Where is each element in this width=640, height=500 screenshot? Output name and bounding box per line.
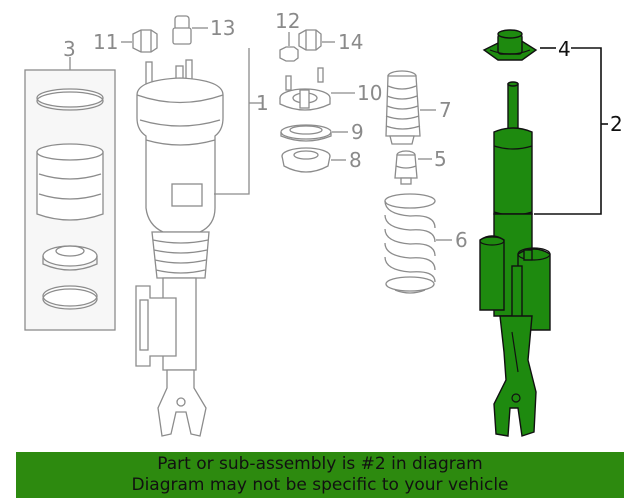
callout-11: 11 [93,30,118,54]
note-line-2: Diagram may not be specific to your vehi… [131,475,509,495]
callout-9: 9 [351,120,364,144]
shock-absorber-2[interactable] [479,81,551,437]
bearing-9 [280,124,332,142]
kit-box-3 [24,57,116,331]
dust-boot-7 [385,70,421,145]
callout-2: 2 [610,112,623,136]
strut-mount-4[interactable] [482,29,538,61]
nut-14 [298,29,322,51]
bump-stop-5 [394,150,418,185]
callout-12: 12 [275,9,300,33]
callout-3: 3 [63,37,76,61]
diagram-note-banner: Part or sub-assembly is #2 in diagram Di… [16,452,624,498]
nut-11 [132,29,158,53]
callout-5: 5 [434,147,447,171]
callout-8: 8 [349,148,362,172]
callout-4: 4 [558,37,571,61]
callout-14: 14 [338,30,363,54]
coil-spring-6 [384,193,436,294]
callout-13: 13 [210,16,235,40]
callout-6: 6 [455,228,468,252]
callout-7: 7 [439,98,452,122]
top-mount-10 [279,67,331,111]
nut-12 [279,46,299,62]
leader-lines [121,27,608,241]
callout-10: 10 [357,81,382,105]
callout-1: 1 [256,91,269,115]
parts-diagram: 3 11 13 12 14 1 10 9 8 7 5 6 4 2 [24,9,623,437]
spring-seat-8 [281,147,331,173]
air-strut-1 [135,59,224,437]
note-line-1: Part or sub-assembly is #2 in diagram [157,454,483,474]
valve-13 [172,15,192,45]
